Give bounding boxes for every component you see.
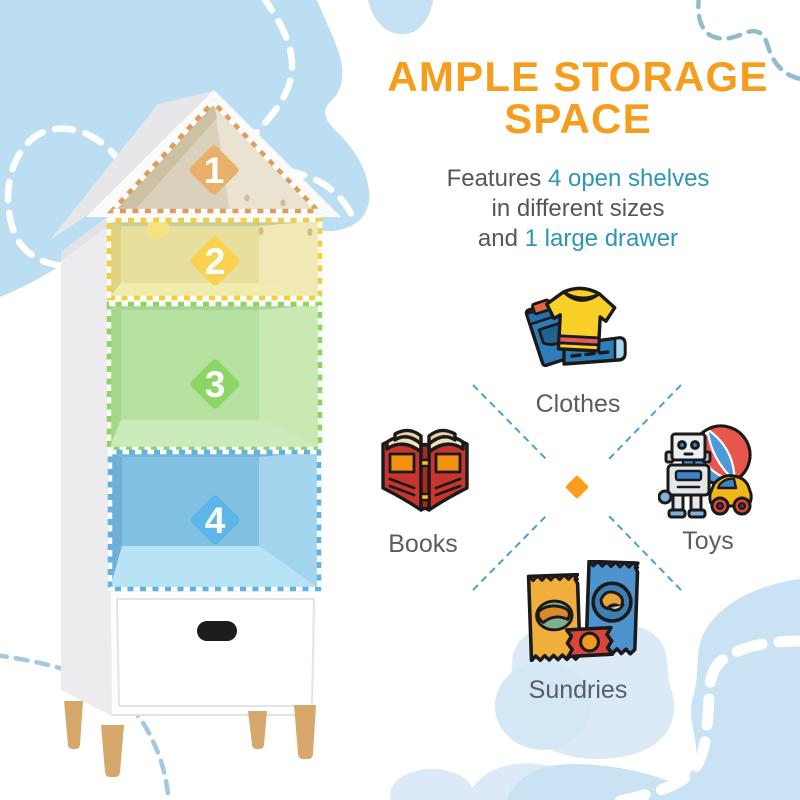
section2-pinhole <box>307 228 313 236</box>
shelf-section-3: 3 <box>106 301 323 452</box>
feature-clothes-label: Clothes <box>535 390 621 418</box>
section1-dashed-border <box>106 98 324 214</box>
toy-car <box>708 474 753 516</box>
cross-line-lower-right <box>605 512 682 591</box>
subtitle-line1-prefix: Features <box>446 165 548 192</box>
clothes-icon <box>524 286 627 368</box>
snack-bag-orange <box>526 572 582 662</box>
topright-dashed-curve <box>696 0 800 82</box>
section2-left-wall <box>109 221 121 298</box>
section4-right-wall <box>259 452 319 589</box>
cross-line-lower-left <box>472 512 550 591</box>
shelf-section-4: 4 <box>107 449 322 592</box>
subtitle-line3-highlight: 1 large drawer <box>524 225 679 252</box>
center-diamond-icon <box>565 475 589 499</box>
shelf-section-2: 2 <box>106 217 323 301</box>
feature-books-label: Books <box>388 530 458 558</box>
robot <box>658 432 712 519</box>
subtitle-line-3: and 1 large drawer <box>396 224 760 254</box>
feature-books: Books <box>343 531 503 557</box>
section3-back-wall <box>121 310 259 420</box>
title-line-2: SPACE <box>504 95 652 142</box>
section3-number: 3 <box>205 364 226 405</box>
section2-right-wall <box>259 221 320 298</box>
drawer-front <box>115 598 316 707</box>
subtitle-line-2: in different sizes <box>491 195 665 222</box>
section4-diamond <box>190 495 240 545</box>
leg-front-right <box>294 705 316 759</box>
section4-number: 4 <box>205 500 226 541</box>
toys-icon <box>658 424 753 519</box>
shelf-section-1: 1 <box>106 98 324 214</box>
feature-cross <box>472 384 682 591</box>
section3-floor <box>109 420 320 449</box>
section4-floor <box>110 546 319 589</box>
blob-bottom-right <box>642 578 800 800</box>
section2-back-wall <box>121 226 259 283</box>
drawer-handle <box>197 621 237 641</box>
shelf-side-panel-shade <box>61 216 108 261</box>
feature-toys-label: Toys <box>682 527 734 555</box>
shelf-legs <box>64 701 316 777</box>
section4-left-wall <box>110 452 122 589</box>
section2-diamond <box>190 236 240 286</box>
subtitle-line-1: Features 4 open shelves <box>396 164 760 194</box>
bookshelf: 1 2 <box>50 90 341 777</box>
cross-line-upper-right <box>605 384 682 463</box>
sundries-icon <box>526 560 640 662</box>
blob-bottom-mid <box>495 662 591 750</box>
section1-diamond <box>189 145 239 195</box>
page-subtitle: Features 4 open shelves in different siz… <box>396 164 760 254</box>
section2-floor <box>109 283 320 298</box>
feature-toys: Toys <box>628 528 788 554</box>
left-blob-dashed-arc <box>4 125 126 270</box>
section4-dashed-border <box>107 449 322 592</box>
section1-pinhole <box>280 199 286 207</box>
blob-bottom-strip <box>506 764 703 800</box>
shelf-drawer <box>112 598 316 716</box>
shelf-side-panel <box>61 216 112 716</box>
subtitle-line3-prefix: and <box>477 225 525 252</box>
section3-right-wall <box>259 305 320 449</box>
section2-hole <box>147 217 169 239</box>
candy <box>564 625 615 659</box>
section1-pinhole <box>244 194 250 202</box>
leg-front-left <box>101 725 124 777</box>
section2-pinhole <box>258 227 264 235</box>
blob-bottom-bump <box>390 769 474 800</box>
page-title: AMPLE STORAGE SPACE <box>368 56 788 140</box>
road-dashed-curve <box>614 635 800 800</box>
books-icon <box>381 428 469 512</box>
section1-number: 1 <box>204 150 225 191</box>
feature-clothes: Clothes <box>498 391 658 417</box>
leg-back-left <box>64 701 83 749</box>
section3-dashed-border <box>106 301 323 452</box>
section3-left-wall <box>109 305 121 449</box>
blob-top-small <box>368 0 434 35</box>
section2-dashed-border <box>106 217 323 301</box>
leg-back-right <box>248 711 267 749</box>
section3-diamond <box>190 359 240 409</box>
title-line-1: AMPLE STORAGE <box>387 53 769 100</box>
shelf-roof-back <box>50 91 214 240</box>
feature-sundries-label: Sundries <box>528 676 628 704</box>
section4-back-wall <box>122 457 259 546</box>
subtitle-line1-highlight: 4 open shelves <box>547 165 710 192</box>
section2-number: 2 <box>205 241 226 282</box>
feature-sundries: Sundries <box>498 677 658 703</box>
cross-line-upper-left <box>472 384 550 463</box>
t-shirt <box>545 286 617 353</box>
bottomleft-dashed-curve <box>0 653 171 800</box>
